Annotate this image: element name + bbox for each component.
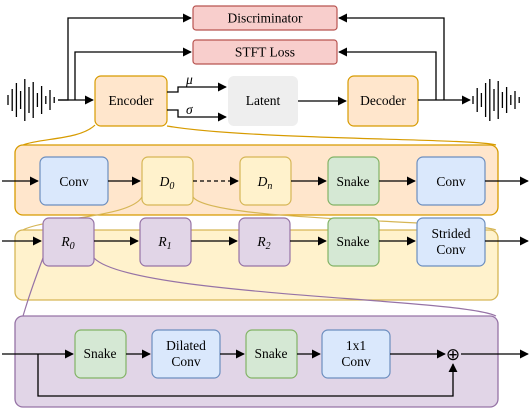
output-to-discriminator-arrow: [338, 13, 445, 100]
dn-label: Dn: [257, 174, 273, 192]
r0-label: R0: [60, 234, 74, 252]
residual-skip-arrow: [37, 354, 458, 397]
r0-block: [42, 217, 95, 267]
input-waveform-icon: [7, 79, 55, 121]
r2-block: [238, 217, 291, 267]
d0-label: D0: [159, 174, 175, 192]
strided-conv-label-line2: Conv: [436, 242, 466, 257]
r0-zoom-line-left: [22, 257, 44, 317]
strided-conv-label-line1: Strided: [432, 226, 471, 241]
sigma-label: σ: [186, 102, 194, 117]
encoder-zoom-line-right: [166, 125, 497, 146]
ds-snake-label: Snake: [337, 234, 370, 249]
encoder-zoom-line-left: [22, 124, 96, 146]
ds-snake-block: [327, 217, 380, 267]
decoder-label: Decoder: [360, 93, 406, 108]
input-to-stft-arrow: [74, 47, 192, 100]
output-waveform-icon: [472, 79, 520, 121]
enc-conv-out-label: Conv: [436, 174, 466, 189]
decoder-block: [347, 75, 419, 127]
r1-block: [139, 217, 192, 267]
discriminator-label: Discriminator: [228, 11, 303, 26]
mu-label: μ: [185, 72, 193, 87]
strided-conv-block: [416, 217, 486, 267]
r0-zoom-line-right: [93, 257, 497, 317]
dilated-conv-label-line2: Conv: [171, 354, 201, 369]
conv1x1-label-line2: Conv: [341, 354, 371, 369]
encoder-block: [94, 75, 168, 127]
r2-label: R2: [256, 234, 270, 252]
sigma-arrow: [167, 109, 227, 122]
res-snake-a-label: Snake: [84, 346, 117, 361]
enc-snake-label: Snake: [337, 174, 370, 189]
stft-loss-label: STFT Loss: [235, 45, 295, 60]
stft-loss-block: [192, 39, 338, 65]
discriminator-block: [192, 5, 338, 31]
output-to-stft-arrow: [338, 47, 437, 100]
conv1x1-label-line1: 1x1: [346, 338, 366, 353]
res-snake-b-label: Snake: [255, 346, 288, 361]
enc-conv-in-label: Conv: [59, 174, 89, 189]
latent-label: Latent: [246, 93, 281, 108]
mu-arrow: [167, 82, 227, 93]
d0-zoom-line-left: [22, 196, 143, 231]
dilated-conv-label-line1: Dilated: [166, 338, 206, 353]
encoder-label: Encoder: [109, 93, 154, 108]
r1-label: R1: [157, 234, 171, 252]
adder-icon: ⊕: [446, 345, 460, 365]
latent-block: [228, 76, 298, 126]
